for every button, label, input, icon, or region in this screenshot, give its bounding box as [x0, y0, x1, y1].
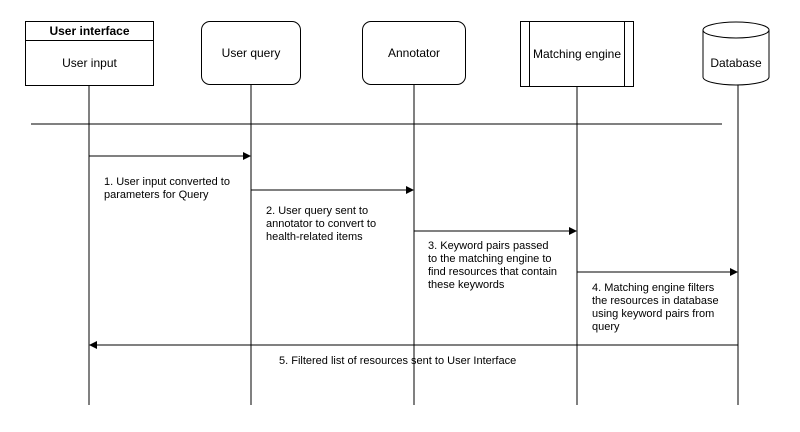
participant-user-query-label: User query	[221, 46, 281, 60]
participant-database-label: Database	[710, 56, 762, 70]
process-bar-left	[529, 22, 530, 86]
participant-annotator-label: Annotator	[387, 46, 441, 60]
participant-user-query: User query	[201, 21, 301, 85]
message-label-3: 3. Keyword pairs passed to the matching …	[428, 240, 558, 291]
participant-user-interface-title: User interface	[26, 22, 153, 41]
message-label-1: 1. User input converted to parameters fo…	[104, 176, 230, 201]
database-cylinder-icon	[702, 21, 770, 86]
message-label-2: 2. User query sent to annotator to conve…	[266, 205, 377, 243]
process-bar-right	[624, 22, 625, 86]
participant-user-interface: User interface User input	[25, 21, 154, 86]
participant-annotator: Annotator	[362, 21, 466, 85]
participant-matching-engine: Matching engine	[520, 21, 634, 87]
participant-user-interface-subtitle: User input	[62, 56, 117, 70]
message-label-4: 4. Matching engine filters the resources…	[592, 282, 719, 333]
message-label-5: 5. Filtered list of resources sent to Us…	[279, 355, 517, 367]
participant-matching-engine-label: Matching engine	[532, 47, 622, 61]
